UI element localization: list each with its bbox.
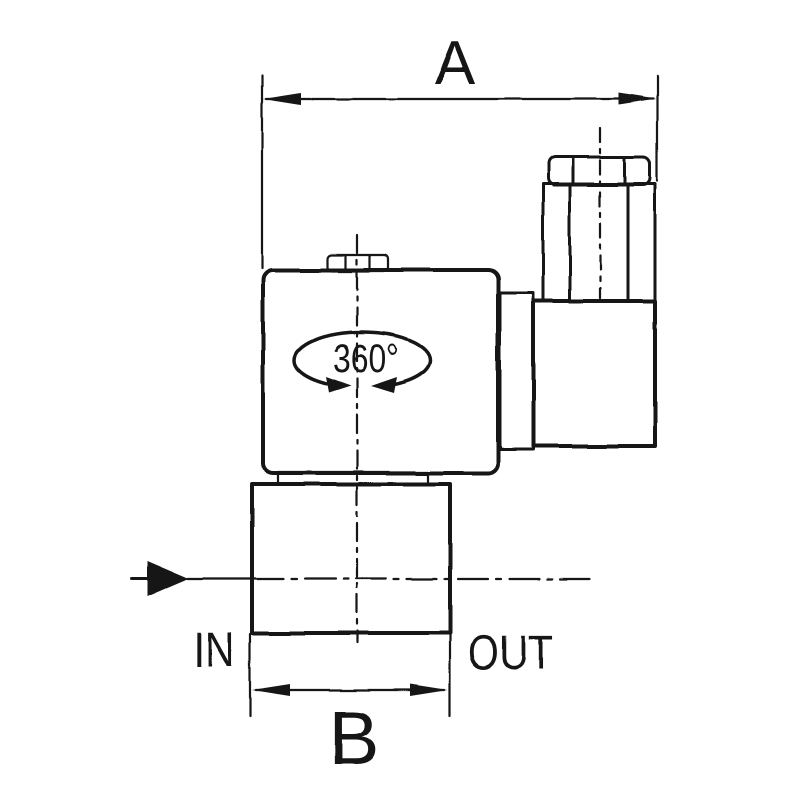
rotation-arrowhead-right — [371, 377, 397, 393]
flow-arrow — [147, 561, 189, 597]
dim-a-arrowhead-right — [618, 93, 656, 105]
rotation-arrowhead-left — [326, 377, 351, 393]
dimension-b: B — [248, 632, 452, 781]
connector-neck — [498, 291, 535, 451]
dim-a-arrowhead-left — [263, 93, 301, 105]
rotation-label: 360° — [333, 337, 399, 381]
outlet-label: OUT — [468, 627, 553, 680]
dimension-a: A — [260, 29, 659, 270]
conduit-connector — [498, 126, 657, 451]
rotation-ellipse — [292, 330, 432, 390]
rotation-symbol: 360° — [292, 330, 432, 393]
dim-a-label: A — [434, 29, 476, 98]
dim-b-label: B — [329, 696, 380, 781]
flow-axis — [129, 561, 592, 597]
connector-housing-box — [531, 299, 657, 448]
dim-b-arrowhead-left — [252, 684, 290, 696]
inlet-label: IN — [193, 624, 235, 677]
valve-body — [250, 482, 452, 635]
dim-b-arrowhead-right — [410, 684, 448, 696]
